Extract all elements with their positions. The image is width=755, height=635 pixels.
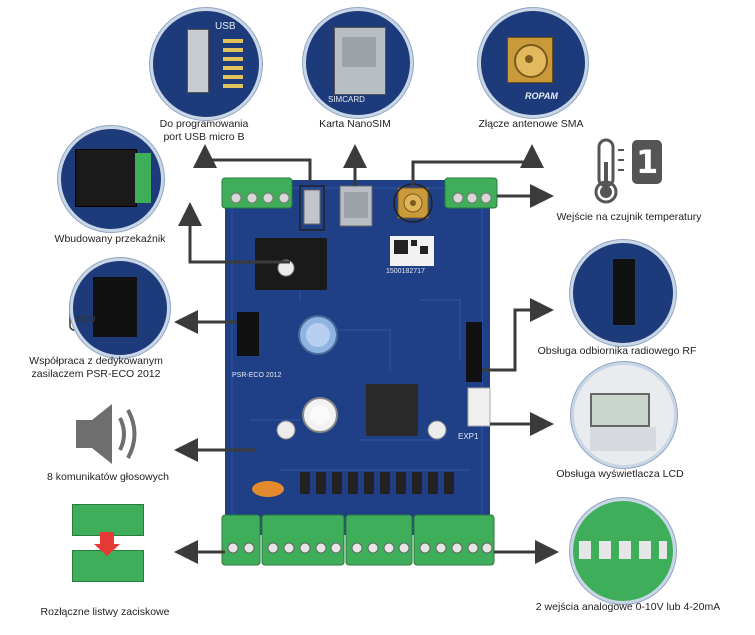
label-voice: 8 komunikatów głosowych xyxy=(47,471,169,483)
usb-port-photo: USB xyxy=(150,8,262,120)
temperature-badge: 1 xyxy=(636,143,659,181)
psu-header-photo xyxy=(70,258,170,358)
mount-hole xyxy=(276,420,296,440)
label-psu: Współpraca z dedykowanym zasilaczem PSR-… xyxy=(29,355,163,380)
mount-hole xyxy=(427,420,447,440)
label-relay: Wbudowany przekaźnik xyxy=(54,233,166,245)
psu-header xyxy=(237,312,259,356)
analog-terminal-photo xyxy=(570,498,676,604)
top-terminal-right xyxy=(444,177,498,209)
label-usb: Do programowania port USB micro B xyxy=(159,118,249,143)
mount-hole xyxy=(277,259,295,277)
usb-port xyxy=(303,189,321,225)
eco-label: ECO xyxy=(76,314,96,324)
rf-header xyxy=(466,322,482,382)
bottom-terminals xyxy=(221,514,495,566)
exp-connector xyxy=(467,387,491,427)
exp-silkscreen: EXP1 xyxy=(458,432,479,441)
callout-arrows xyxy=(174,144,559,564)
lcd-photo xyxy=(571,362,677,468)
psr-silkscreen: PSR-ECO 2012 xyxy=(232,372,282,379)
label-rf: Obsługa odbiornika radiowego RF xyxy=(537,345,697,357)
label-temp: Wejście na czujnik temperatury xyxy=(556,211,702,223)
brand-logo: ROPAM xyxy=(525,91,558,101)
speaker-icon xyxy=(76,404,137,464)
orange-component xyxy=(252,481,284,497)
label-sim: Karta NanoSIM xyxy=(319,118,391,130)
relay-photo xyxy=(58,126,164,232)
top-terminal-left xyxy=(221,177,293,209)
sim-silkscreen: SIMCARD xyxy=(328,95,365,104)
antenna-photo: ROPAM xyxy=(478,8,588,118)
label-lcd: Obsługa wyświetlacza LCD xyxy=(556,468,684,480)
rf-receiver-photo xyxy=(570,240,676,346)
thermometer-icon xyxy=(594,138,662,204)
microcontroller xyxy=(366,384,418,436)
label-antenna: Złącze antenowe SMA xyxy=(478,118,584,130)
sim-slot-photo: SIMCARD xyxy=(303,8,413,118)
label-terminals: Rozłączne listwy zaciskowe xyxy=(40,606,170,618)
terminal-block-photo xyxy=(62,500,154,584)
usb-silkscreen: USB xyxy=(215,21,236,32)
serial-number: 1500182717 xyxy=(386,268,425,275)
usb-highlight xyxy=(299,185,325,231)
sma-connector xyxy=(397,187,429,219)
label-analog: 2 wejścia analogowe 0-10V lub 4-20mA xyxy=(535,601,721,613)
